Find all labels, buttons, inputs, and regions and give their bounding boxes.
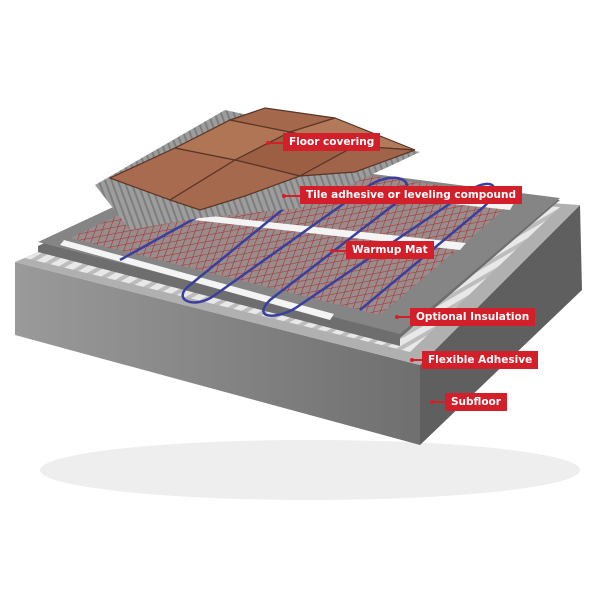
label-warmup-mat: Warmup Mat [346,241,434,259]
subfloor-leader [432,401,445,403]
label-floor-covering: Floor covering [283,133,381,151]
label-tile-adhesive: Tile adhesive or leveling compound [300,186,522,204]
floor-covering-tiles [108,107,416,211]
flexible-adhesive-leader [412,359,422,361]
label-optional-insulation: Optional Insulation [410,308,536,326]
floor-covering-leader [268,142,283,144]
tile-adhesive-leader [284,195,300,197]
shadow [40,440,580,500]
label-subfloor: Subfloor [445,393,507,411]
warmup-mat-leader [332,250,346,252]
label-flexible-adhesive: Flexible Adhesive [422,351,539,369]
optional-insulation-leader [397,316,410,318]
